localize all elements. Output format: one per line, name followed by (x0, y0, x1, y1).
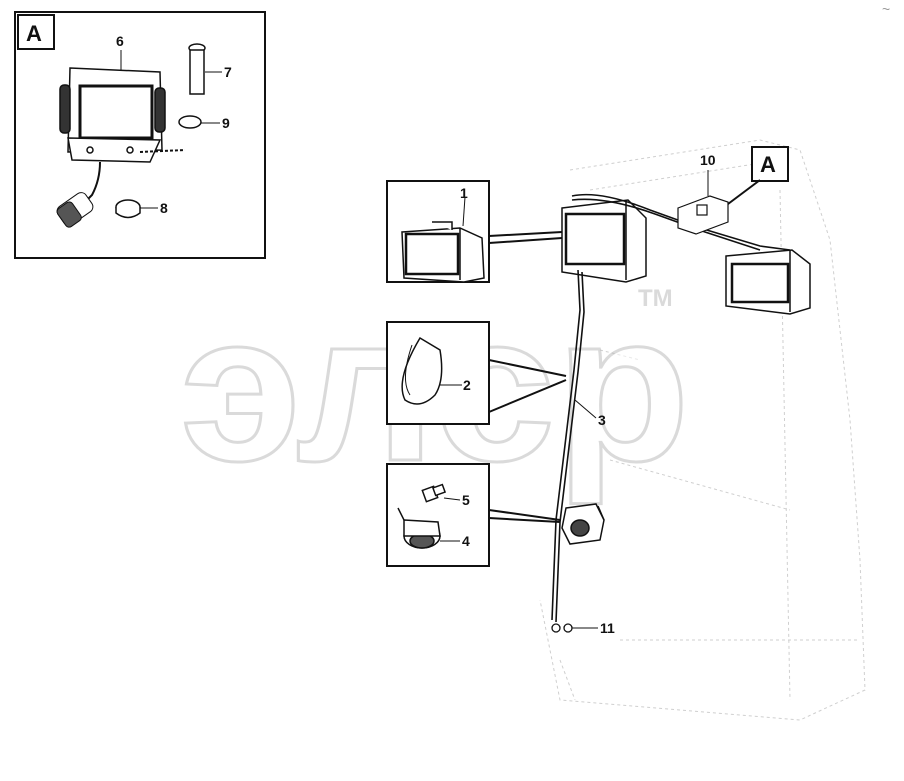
box-part-4-5: 5 4 (386, 463, 490, 567)
view-marker-a: A (727, 146, 789, 205)
detail-box-a: A (14, 11, 266, 259)
camera-assembly (561, 503, 605, 545)
callout-8: 8 (160, 200, 168, 216)
leader-lines (488, 231, 567, 523)
callout-5: 5 (462, 492, 470, 508)
box-part-2: 2 (386, 321, 490, 425)
corner-mark: ~ (882, 1, 890, 17)
callout-10: 10 (700, 152, 716, 168)
callout-3: 3 (598, 412, 606, 428)
connector-11 (551, 623, 573, 633)
work-light-left (561, 199, 647, 283)
callout-11: 11 (600, 620, 615, 636)
callout-6: 6 (116, 33, 124, 49)
callout-4: 4 (462, 533, 470, 549)
watermark-tm: TM (638, 285, 673, 312)
detail-label: A (26, 21, 42, 46)
box-part-1: 1 (386, 180, 490, 283)
bolt-7 (188, 43, 206, 95)
callout-9: 9 (222, 115, 230, 131)
view-marker-label: A (760, 152, 776, 177)
connector-plug (56, 192, 94, 228)
switch-box-10 (677, 195, 729, 235)
callout-1: 1 (460, 185, 468, 201)
callout-2: 2 (463, 377, 471, 393)
monitor-6 (59, 67, 166, 163)
work-light-right (725, 249, 811, 315)
washer-9 (178, 115, 202, 129)
washer-8 (115, 199, 141, 219)
callout-7: 7 (224, 64, 232, 80)
harness-3 (551, 193, 791, 623)
